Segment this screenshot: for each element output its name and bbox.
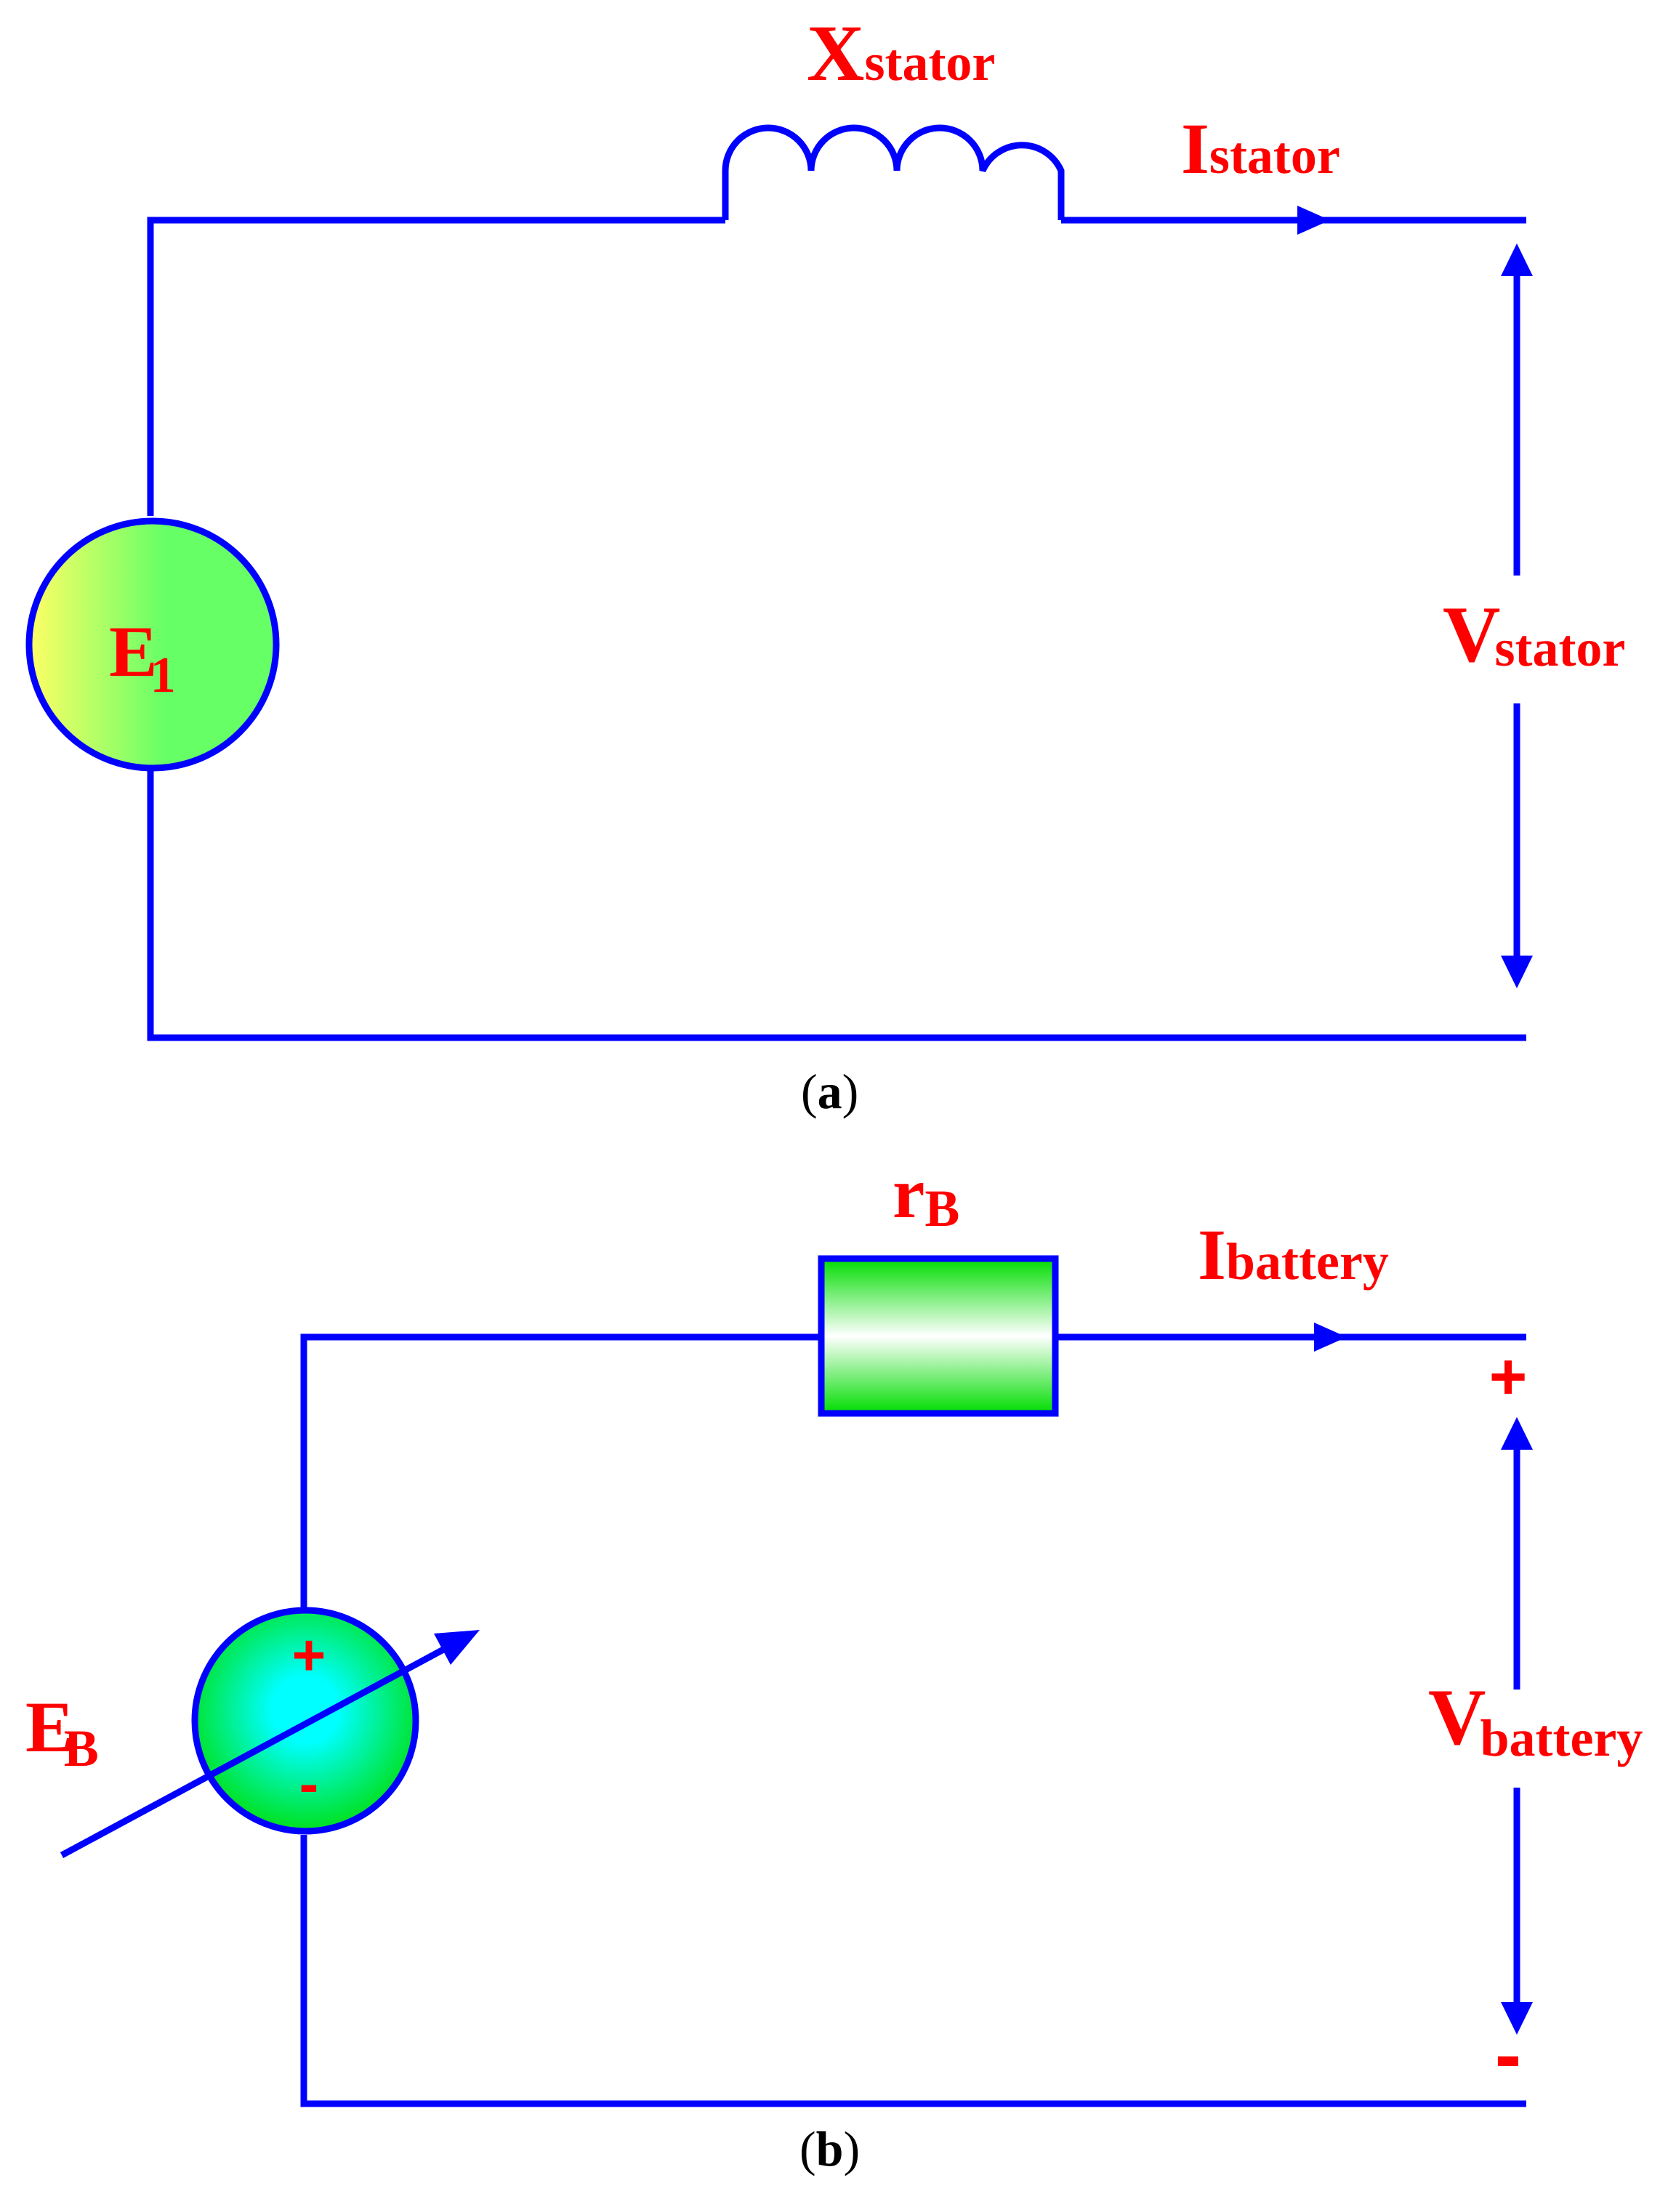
- label-v-stator: Vstator: [1443, 590, 1625, 679]
- wire-a-top-left: [147, 217, 725, 516]
- source-plus-sign: +: [292, 1623, 326, 1687]
- voltage-arrow-b-head-up: [1501, 1417, 1533, 1450]
- panel-a: E1 Xstator Istator Vstator (a): [25, 9, 1625, 1119]
- label-x-stator: Xstator: [807, 9, 995, 97]
- caption-a: (a): [801, 1064, 858, 1119]
- label-eb: EB: [25, 1687, 99, 1777]
- wire-a-bottom: [147, 767, 1526, 1041]
- label-v-battery: Vbattery: [1428, 1673, 1643, 1767]
- label-i-stator: Istator: [1181, 108, 1340, 189]
- label-rb: rB: [893, 1153, 959, 1238]
- wire-b-bottom: [300, 1835, 1526, 2107]
- source-minus-sign: -: [299, 1751, 319, 1816]
- label-e1: E1: [109, 611, 176, 703]
- caption-b: (b): [799, 2121, 860, 2176]
- terminal-plus-sign: +: [1489, 1341, 1528, 1413]
- wire-b-top-left: [300, 1333, 821, 1607]
- inductor-coil: [722, 124, 1065, 220]
- panel-b: + - + - EB rB Ibattery Vbattery (b): [25, 1153, 1643, 2176]
- label-i-battery: Ibattery: [1198, 1214, 1389, 1295]
- variable-source-arrow: [60, 1647, 446, 1858]
- terminal-minus-sign: -: [1495, 2010, 1522, 2099]
- variable-source-arrow-head: [434, 1630, 480, 1665]
- resistor-rb: [818, 1255, 1059, 1417]
- current-arrow-a: [1297, 206, 1330, 235]
- voltage-arrow-a-head-up: [1501, 243, 1533, 276]
- voltage-source-e1: [25, 517, 280, 772]
- voltage-arrow-b-head-down: [1501, 2002, 1533, 2035]
- voltage-arrow-a-head-down: [1501, 956, 1533, 988]
- current-arrow-b: [1314, 1323, 1347, 1352]
